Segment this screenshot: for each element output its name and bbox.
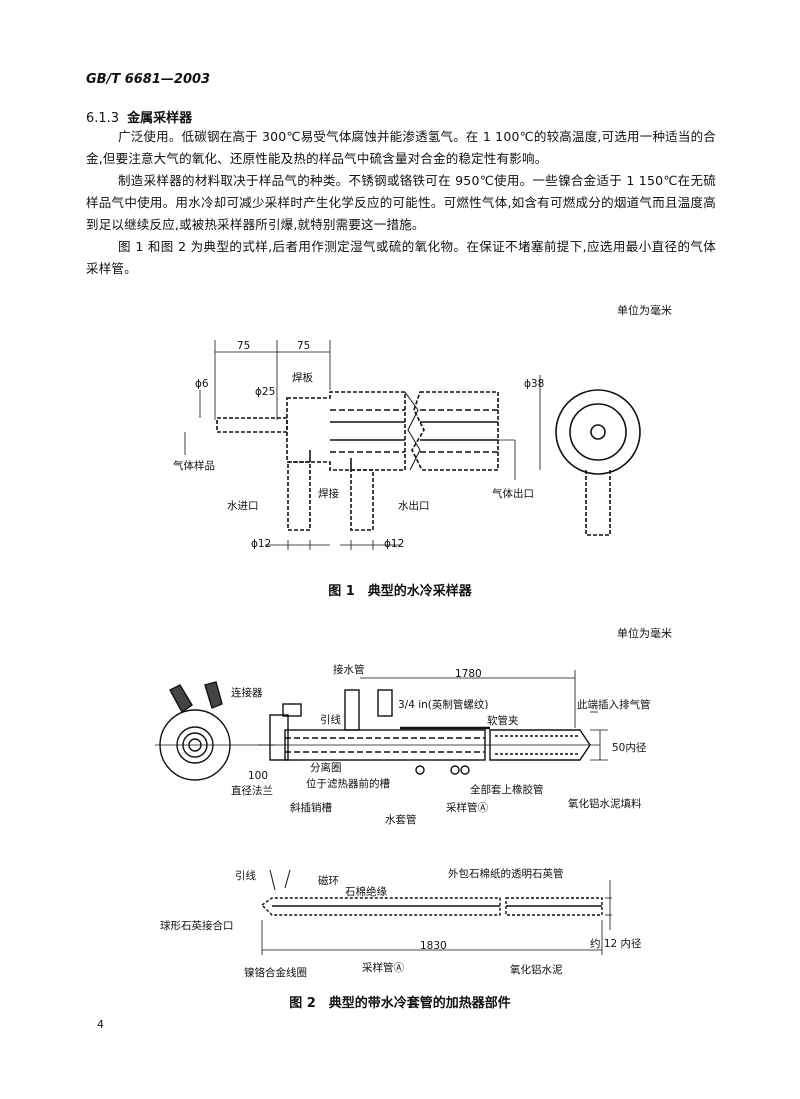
fig2-label-inner12: 约 12 内径 [590, 938, 642, 950]
fig2-label-water-pipe: 接水管 [333, 664, 365, 676]
fig1-phi38: ϕ38 [524, 378, 545, 390]
section-heading: 6.1.3 金属采样器 [86, 107, 192, 126]
fig2-label-magnet: 磁环 [318, 875, 339, 887]
fig1-label-gas-sample: 气体样品 [173, 460, 215, 472]
section-title: 金属采样器 [127, 111, 193, 126]
fig2-unit-note: 单位为毫米 [617, 627, 672, 640]
fig1-label-hanban: 焊板 [292, 372, 313, 384]
fig1-unit-note: 单位为毫米 [617, 304, 672, 317]
fig2-label-rubber: 全部套上橡胶管 [470, 784, 544, 796]
page-number: 4 [97, 1018, 104, 1031]
fig2-label-sample-tube-a: 采样管Ⓐ [446, 802, 488, 814]
fig1-phi12b: ϕ12 [384, 538, 405, 550]
fig2-caption: 图 2 典型的带水冷套管的加热器部件 [289, 996, 511, 1011]
standard-number: GB/T 6681—2003 [86, 72, 211, 87]
section-number: 6.1.3 [86, 111, 120, 126]
fig2-label-asbestos: 石棉绝缘 [345, 886, 387, 898]
fig2-label-flange-dia: 100 [248, 770, 269, 782]
fig2-dim-1780: 1780 [455, 668, 482, 680]
fig1-label-hanjie: 焊接 [318, 488, 339, 500]
fig2-label-nickel-ring: 镍铬合金线圈 [244, 967, 307, 979]
fig2-label-sep-ring: 分离圈 [310, 762, 342, 774]
fig2-label-cement2: 氧化铝水泥 [510, 964, 563, 976]
fig2-label-groove: 位于滤热器前的槽 [306, 778, 390, 790]
fig2-label-thread: 3/4 in(英制管螺纹) [398, 699, 489, 711]
paragraph-1: 广泛使用。低碳钢在高于 300℃易受气体腐蚀并能渗透氢气。在 1 100℃的较高… [86, 129, 716, 166]
fig2-label-connector: 连接器 [231, 687, 263, 699]
fig2-label-water-jacket: 水套管 [385, 814, 417, 826]
fig2-dim-1830: 1830 [420, 940, 447, 952]
fig2-label-insert-end: 此端插入排气管 [577, 699, 651, 711]
fig2-label-lead2: 引线 [235, 870, 256, 882]
fig1-label-gas-out: 气体出口 [492, 488, 534, 500]
paragraph-3: 图 1 和图 2 为典型的式样,后者用作测定湿气或硫的氧化物。在保证不堵塞前提下… [86, 239, 716, 276]
fig2-label-sample-tube-b: 采样管Ⓐ [362, 962, 404, 974]
fig2-label-flange: 直径法兰 [231, 785, 273, 797]
fig2-label-quartz: 外包石棉纸的透明石英管 [448, 868, 564, 880]
fig2-label-cement: 氧化铝水泥填料 [568, 798, 642, 810]
fig1-label-water-in: 水进口 [227, 500, 259, 512]
fig2-label-lead: 引线 [320, 714, 341, 726]
fig1-label-water-out: 水出口 [398, 500, 430, 512]
fig2-label-hose-clamp: 软管夹 [487, 715, 519, 727]
fig2-label-inner50: 50内径 [612, 742, 647, 754]
fig1-phi25: ϕ25 [255, 386, 276, 398]
fig2-label-ball-joint: 球形石英接合口 [160, 920, 234, 932]
fig1-phi6: ϕ6 [195, 378, 209, 390]
fig1-dim-75a: 75 [237, 340, 251, 352]
fig2-label-slot: 斜插销槽 [290, 802, 332, 814]
fig1-caption: 图 1 典型的水冷采样器 [328, 584, 472, 599]
fig1-dim-75b: 75 [297, 340, 311, 352]
paragraph-2: 制造采样器的材料取决于样品气的种类。不锈钢或铬铁可在 950℃使用。一些镍合金适… [86, 173, 716, 232]
fig1-phi12a: ϕ12 [251, 538, 272, 550]
